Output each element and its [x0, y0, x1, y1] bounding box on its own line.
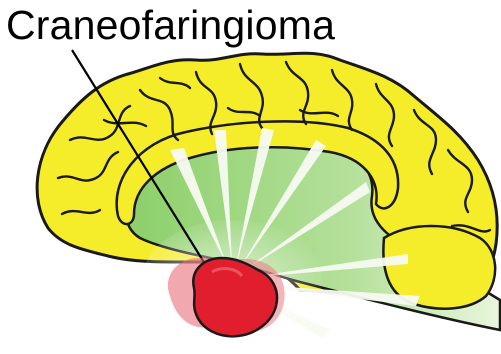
- brain-illustration: [0, 0, 501, 354]
- diagram-canvas: Craneofaringioma: [0, 0, 501, 354]
